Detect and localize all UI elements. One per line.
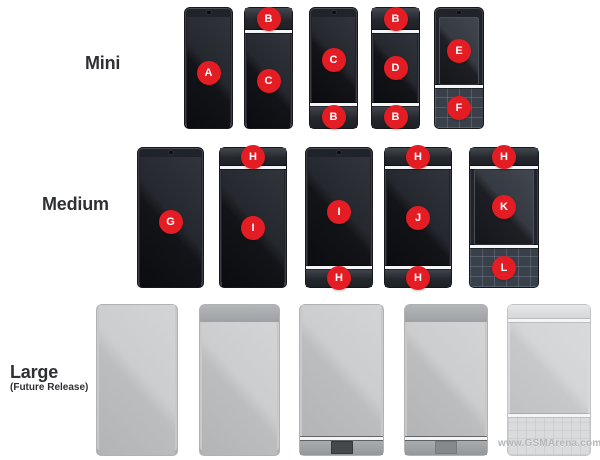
row-label-large: Large(Future Release): [10, 363, 88, 394]
phone-segment-divider: [508, 414, 590, 417]
camera-icon: [206, 11, 211, 14]
module-badge-h: H: [492, 145, 516, 169]
phone-segment-band: [200, 305, 279, 322]
module-badge-h: H: [327, 266, 351, 290]
module-badge-h: H: [241, 145, 265, 169]
phone-mini-4: B D B: [372, 7, 419, 129]
module-badge-i: I: [327, 199, 351, 224]
module-badge-f: F: [447, 96, 471, 120]
module-badge-b: B: [383, 105, 408, 129]
row-sublabel-text: (Future Release): [10, 382, 89, 393]
phone-segment-bezel: [435, 8, 483, 17]
row-label-text: Medium: [42, 194, 109, 214]
phone-segment-module: H: [306, 266, 372, 290]
module-badge-h: H: [406, 145, 430, 169]
phone-segment-module: B: [372, 7, 419, 31]
phone-segment-inset: K: [474, 169, 534, 245]
phone-segment-screen: [407, 322, 485, 437]
phone-segment-bezel: [306, 148, 372, 157]
module-badge-g: G: [158, 210, 183, 234]
phone-segment-divider: [372, 103, 419, 106]
row-label-text: Mini: [85, 53, 121, 73]
row-label-text: Large: [10, 362, 59, 382]
phone-segment-divider: [508, 319, 590, 322]
phone-segment-module: B: [372, 105, 419, 129]
phone-segment-bezel: [138, 148, 203, 157]
phone-segment-inset: E: [439, 17, 479, 85]
camera-icon: [457, 11, 461, 14]
phone-segment-screen: [99, 305, 175, 455]
phone-segment-band: [405, 305, 487, 322]
phone-segment-keypad: [508, 417, 590, 455]
module-badge-h: H: [406, 266, 430, 290]
phone-medium-4: H J H: [385, 145, 451, 290]
module-badge-c: C: [256, 68, 281, 93]
phone-segment-divider: [372, 30, 419, 33]
camera-icon: [331, 11, 336, 14]
phone-segment-module: B: [310, 105, 357, 129]
phone-segment-module: H: [220, 145, 286, 169]
phone-segment-bezel: [310, 8, 357, 17]
phone-medium-5: H K L: [470, 145, 538, 287]
phone-segment-screen: I: [222, 169, 284, 287]
phone-large-1: [97, 305, 177, 455]
phone-segment-screen: A: [187, 17, 230, 128]
module-badge-i: I: [241, 216, 265, 240]
phone-segment-screen: C: [312, 17, 355, 103]
camera-icon: [337, 151, 341, 154]
module-badge-d: D: [383, 56, 408, 80]
row-label-mini: Mini: [85, 54, 120, 73]
phone-segment-band: [405, 440, 487, 455]
module-rect: [435, 441, 457, 454]
phone-segment-module: H: [385, 266, 451, 290]
phone-segment-module: H: [385, 145, 451, 169]
phone-segment-screen: D: [374, 33, 417, 103]
phone-segment-divider: [470, 245, 538, 248]
phone-segment-screen: [302, 305, 381, 437]
phone-large-4: [405, 305, 487, 455]
phone-segment-keypad: F: [435, 88, 483, 128]
module-badge-j: J: [406, 205, 430, 230]
module-badge-k: K: [492, 195, 516, 219]
phone-segment-divider: [300, 437, 383, 440]
phone-segment-divider: [245, 30, 292, 33]
phone-segment-module: B: [245, 7, 292, 31]
phone-segment-screen: J: [387, 169, 449, 266]
phone-segment-screen: [202, 322, 277, 455]
row-label-medium: Medium: [42, 195, 109, 214]
phone-segment-band: [508, 305, 590, 319]
phone-segment-band: [300, 440, 383, 455]
phone-segment-screen: C: [247, 33, 290, 128]
module-badge-a: A: [196, 60, 221, 85]
module-badge-b: B: [321, 105, 346, 129]
phone-segment-screen: I: [308, 157, 370, 266]
phone-large-2: [200, 305, 279, 455]
module-badge-e: E: [447, 39, 471, 63]
gsmarena-watermark: www.GSMArena.com: [498, 438, 600, 449]
phone-segment-module: H: [470, 145, 538, 169]
phone-segment-screen: G: [140, 157, 201, 287]
phone-large-5: [508, 305, 590, 455]
phone-segment-divider: [435, 85, 483, 88]
phone-medium-1: G: [138, 148, 203, 287]
module-badge-b: B: [256, 7, 281, 31]
phone-segment-keypad: L: [470, 248, 538, 287]
module-badge-c: C: [321, 48, 346, 72]
module-rect: [330, 441, 353, 454]
phone-segment-bezel: [185, 8, 232, 17]
module-badge-b: B: [383, 7, 408, 31]
phone-segment-divider: [310, 103, 357, 106]
module-badge-l: L: [492, 255, 516, 280]
phone-segment-screen: [510, 322, 588, 414]
phone-large-3: [300, 305, 383, 455]
phone-mini-1: A: [185, 8, 232, 128]
camera-icon: [168, 151, 173, 154]
phone-segment-divider: [405, 437, 487, 440]
